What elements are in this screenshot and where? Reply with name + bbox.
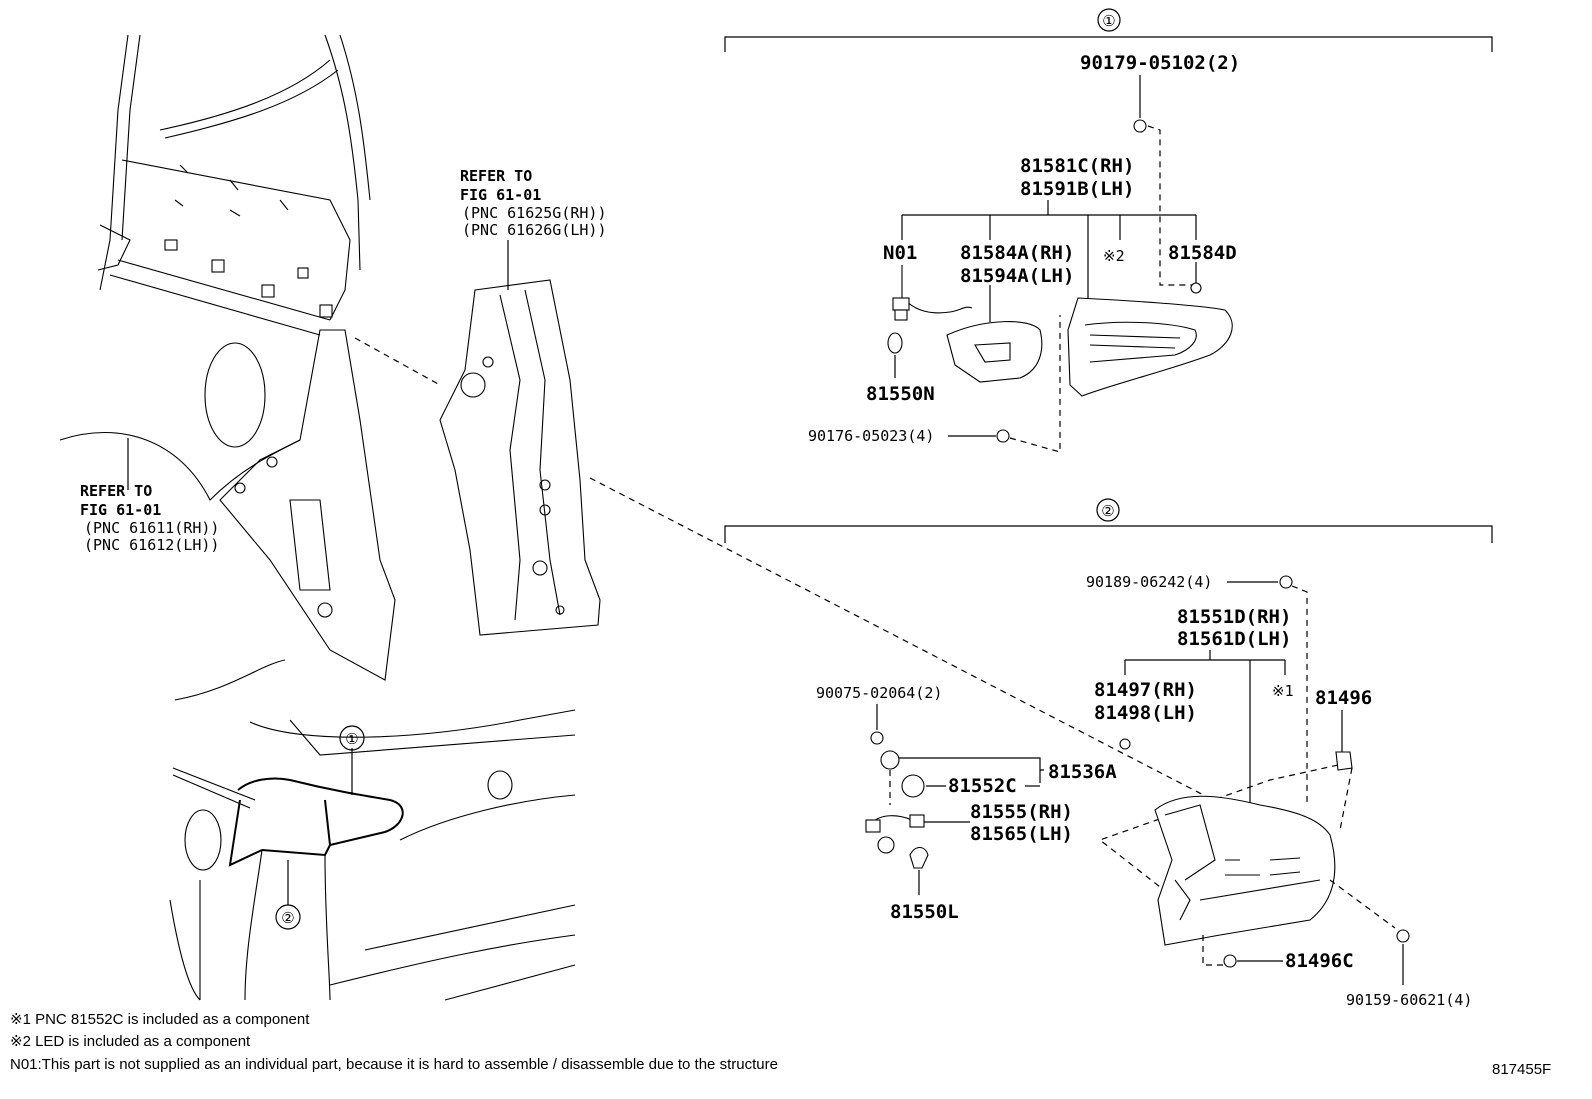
group-1: ① 90179-05102(2) 81581C(RH) 81591B(LH) N… bbox=[724, 8, 1493, 453]
footnote-N01: N01:This part is not supplied as an indi… bbox=[10, 1056, 778, 1073]
label-81496C: 81496C bbox=[1285, 950, 1354, 972]
svg-text:FIG 61-01: FIG 61-01 bbox=[460, 186, 541, 204]
screw-90075-icon bbox=[870, 731, 884, 745]
svg-text:FIG 61-01: FIG 61-01 bbox=[80, 501, 161, 519]
label-81550N: 81550N bbox=[866, 383, 935, 405]
label-81584D: 81584D bbox=[1168, 242, 1237, 264]
ref-mid: REFER TO FIG 61-01 (PNC 61625G(RH)) (PNC… bbox=[460, 167, 607, 239]
screw-90176-icon bbox=[996, 429, 1010, 443]
callout-1: ① bbox=[345, 730, 358, 748]
label-90176-05023: 90176-05023(4) bbox=[808, 427, 934, 445]
label-81594A: 81594A(LH) bbox=[960, 265, 1074, 287]
group-1-bracket bbox=[724, 36, 1493, 52]
connector-panels bbox=[354, 337, 441, 386]
lens-plate-icon bbox=[946, 320, 1043, 383]
group-2: ② 90189-06242(4) 81551D(RH) 81561D(LH) 8… bbox=[724, 498, 1493, 1009]
svg-text:(PNC 61611(RH)): (PNC 61611(RH)) bbox=[84, 519, 219, 537]
svg-text:REFER TO: REFER TO bbox=[460, 167, 532, 185]
label-90189-06242: 90189-06242(4) bbox=[1086, 573, 1212, 591]
label-note1: ※1 bbox=[1272, 682, 1294, 700]
screw-90159-icon bbox=[1396, 929, 1410, 943]
label-90179-05102: 90179-05102(2) bbox=[1080, 52, 1240, 74]
figure-id: 817455F bbox=[1492, 1061, 1551, 1078]
footnotes: ※1 PNC 81552C is included as a component… bbox=[10, 1011, 1551, 1078]
clip-81496C-icon bbox=[1223, 954, 1237, 968]
label-81552C: 81552C bbox=[948, 775, 1017, 797]
wire-81555-icon bbox=[909, 814, 925, 828]
bulb-81550L-icon bbox=[909, 846, 929, 869]
label-81496: 81496 bbox=[1315, 687, 1372, 709]
lamp-group2-icon bbox=[1154, 795, 1336, 946]
quarter-panel-illustration bbox=[59, 34, 396, 681]
screw-90189-icon bbox=[1279, 575, 1293, 589]
gasket-81497-icon bbox=[1119, 738, 1131, 750]
footnote-2: ※2 LED is included as a component bbox=[10, 1033, 251, 1050]
label-81581C: 81581C(RH) bbox=[1020, 155, 1134, 177]
ring-81552C-icon bbox=[901, 774, 925, 798]
label-81498: 81498(LH) bbox=[1094, 702, 1197, 724]
callout-2: ② bbox=[281, 909, 294, 927]
label-90075-02064: 90075-02064(2) bbox=[816, 684, 942, 702]
label-81536A: 81536A bbox=[1048, 761, 1117, 783]
label-81561D: 81561D(LH) bbox=[1177, 628, 1291, 650]
section-1-marker: ① bbox=[1102, 12, 1115, 30]
label-81591B: 81591B(LH) bbox=[1020, 178, 1134, 200]
label-81565: 81565(LH) bbox=[970, 823, 1073, 845]
label-90159-60621: 90159-60621(4) bbox=[1346, 991, 1472, 1009]
vehicle-rear-illustration bbox=[169, 659, 576, 1001]
inner-panel-illustration bbox=[439, 279, 601, 636]
bolt-90179-icon bbox=[1133, 119, 1147, 133]
svg-text:REFER TO: REFER TO bbox=[80, 482, 152, 500]
label-N01: N01 bbox=[883, 242, 917, 264]
group-2-bracket bbox=[724, 525, 1493, 543]
svg-text:(PNC 61626G(LH)): (PNC 61626G(LH)) bbox=[462, 221, 607, 239]
label-81555: 81555(RH) bbox=[970, 801, 1073, 823]
gasket-81584D-icon bbox=[1190, 282, 1202, 294]
label-81551D: 81551D(RH) bbox=[1177, 606, 1291, 628]
footnote-1: ※1 PNC 81552C is included as a component bbox=[10, 1011, 310, 1028]
label-note2: ※2 bbox=[1103, 247, 1125, 265]
svg-text:(PNC 61625G(RH)): (PNC 61625G(RH)) bbox=[462, 204, 607, 222]
label-81497: 81497(RH) bbox=[1094, 679, 1197, 701]
clip-81496-icon bbox=[1335, 751, 1353, 771]
svg-text:(PNC 61612(LH)): (PNC 61612(LH)) bbox=[84, 536, 219, 554]
connector-to-lamp2 bbox=[589, 477, 1311, 851]
bulb-81550N-icon bbox=[887, 332, 903, 354]
label-81550L: 81550L bbox=[890, 901, 959, 923]
socket-81536A-icon bbox=[880, 750, 900, 770]
label-81584A: 81584A(RH) bbox=[960, 242, 1074, 264]
section-2-marker: ② bbox=[1101, 502, 1114, 520]
ref-left: REFER TO FIG 61-01 (PNC 61611(RH)) (PNC … bbox=[80, 482, 219, 554]
